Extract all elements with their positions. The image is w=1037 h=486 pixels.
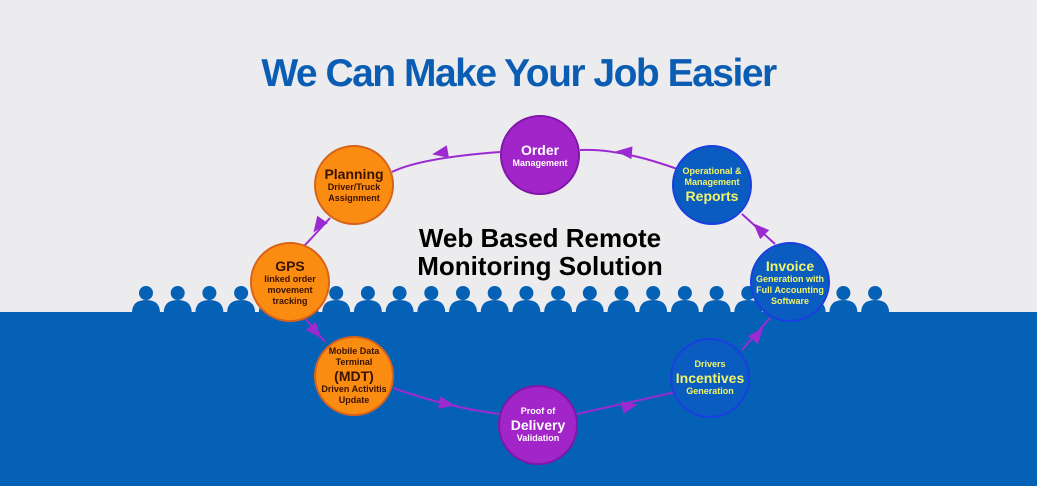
node-heading: Invoice — [765, 257, 815, 274]
arrow-head-icon — [313, 215, 328, 233]
node-subtext: linked order — [264, 273, 316, 284]
node-planning: Planning Driver/Truck Assignment — [314, 145, 394, 225]
node-subtext: Drivers — [694, 359, 726, 369]
person-icon — [360, 286, 375, 300]
node-heading: Reports — [685, 188, 739, 204]
person-icon — [519, 286, 534, 300]
person-icon — [202, 286, 217, 300]
node-heading: Order — [520, 141, 560, 158]
node-subtext: Generation with — [755, 273, 824, 284]
person-icon — [646, 286, 661, 300]
node-subtext: Operational & — [682, 166, 742, 176]
arrow-head-icon — [747, 327, 764, 345]
person-icon — [702, 300, 731, 313]
node-subtext: Driven Activitis — [321, 384, 387, 394]
person-icon — [614, 286, 629, 300]
node-driver-incentives: Drivers Incentives Generation — [670, 338, 750, 418]
arrow-head-icon — [438, 396, 455, 409]
node-subtext: Software — [770, 295, 809, 306]
center-title: Web Based Remote Monitoring Solution — [380, 224, 700, 280]
person-icon — [227, 300, 256, 313]
person-icon — [424, 286, 439, 300]
person-icon — [329, 286, 344, 300]
node-subtext: tracking — [272, 295, 308, 306]
person-icon — [544, 300, 573, 313]
person-icon — [163, 300, 192, 313]
person-icon — [353, 300, 382, 313]
person-icon — [861, 300, 890, 313]
node-subtext: Update — [338, 395, 370, 405]
node-subtext: Assignment — [328, 193, 380, 203]
node-heading: (MDT) — [334, 368, 374, 384]
person-icon — [449, 300, 477, 313]
arrow-head-icon — [432, 145, 449, 158]
person-icon — [639, 300, 668, 313]
node-subtext: Management — [684, 177, 740, 187]
person-icon — [170, 286, 185, 300]
arrow-head-icon — [620, 401, 638, 414]
person-icon — [322, 300, 351, 313]
node-heading: Delivery — [510, 417, 566, 433]
person-icon — [607, 300, 636, 313]
node-heading: GPS — [275, 257, 305, 274]
person-icon — [829, 300, 858, 313]
person-icon — [392, 286, 407, 300]
node-proof-of-delivery: Proof of Delivery Validation — [498, 385, 578, 465]
node-subtext: Terminal — [335, 357, 373, 367]
node-subtext: Generation — [686, 386, 734, 396]
person-icon — [575, 300, 604, 313]
node-reports: Operational & Management Reports — [672, 145, 752, 225]
person-icon — [582, 286, 597, 300]
person-icon — [480, 300, 509, 313]
person-icon — [417, 300, 446, 313]
connector-line — [576, 391, 677, 415]
node-subtext: Proof of — [520, 406, 556, 416]
person-icon — [132, 300, 160, 313]
node-subtext: Full Accounting — [756, 284, 824, 295]
node-gps: GPS linked order movement tracking — [250, 242, 330, 322]
arrow-head-icon — [753, 223, 770, 240]
connector-line — [391, 151, 501, 173]
person-icon — [139, 286, 153, 300]
person-icon — [836, 286, 851, 300]
person-icon — [234, 286, 249, 300]
node-subtext: Mobile Data — [328, 346, 380, 356]
arrow-head-icon — [616, 146, 633, 160]
arrow-head-icon — [305, 321, 322, 339]
person-icon — [512, 300, 541, 313]
page-title: We Can Make Your Job Easier — [261, 52, 777, 95]
node-subtext: Management — [512, 157, 568, 168]
node-subtext: Driver/Truck — [327, 182, 381, 192]
person-icon — [551, 286, 566, 300]
node-order-management: Order Management — [500, 115, 580, 195]
center-title-line2: Monitoring Solution — [417, 251, 663, 281]
person-icon — [677, 286, 692, 300]
person-icon — [670, 300, 699, 313]
node-subtext: movement — [267, 284, 313, 295]
person-icon — [456, 286, 470, 300]
person-icon — [385, 300, 414, 313]
node-mdt: Mobile Data Terminal (MDT) Driven Activi… — [314, 336, 394, 416]
person-icon — [709, 286, 724, 300]
node-invoice: Invoice Generation with Full Accounting … — [750, 242, 830, 322]
center-title-line1: Web Based Remote — [418, 223, 662, 253]
person-icon — [487, 286, 502, 300]
node-subtext: Validation — [516, 433, 560, 443]
person-icon — [868, 286, 883, 300]
node-heading: Incentives — [675, 370, 745, 386]
person-icon — [195, 300, 224, 313]
node-heading: Planning — [324, 166, 384, 182]
